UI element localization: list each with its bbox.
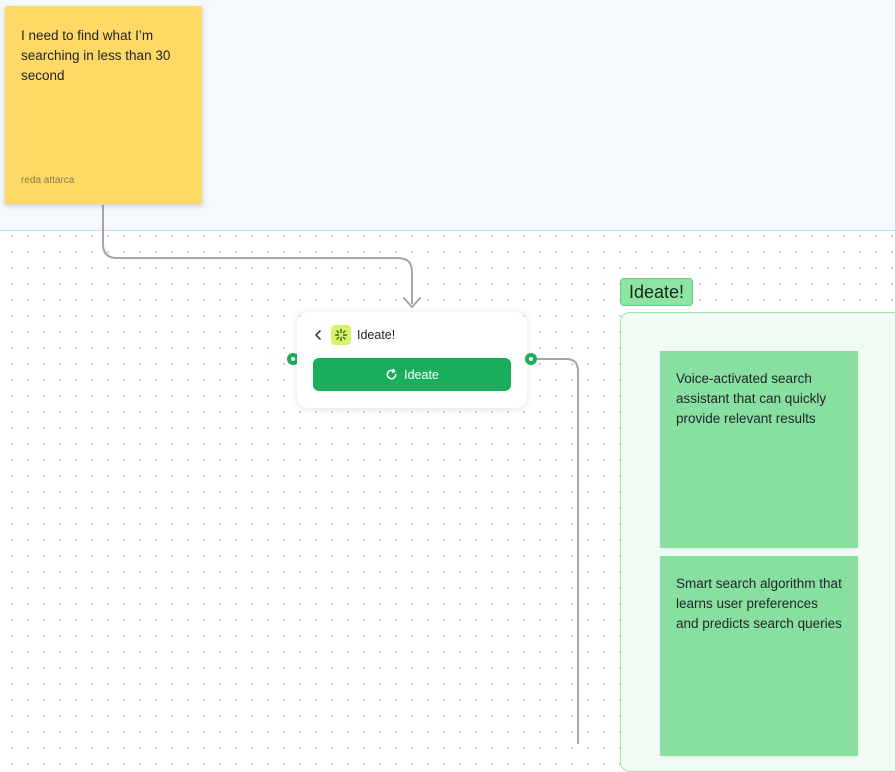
sparkle-icon	[331, 325, 351, 345]
ideate-button-label: Ideate	[404, 367, 439, 382]
group-label[interactable]: Ideate!	[620, 278, 694, 306]
ideate-node-header: Ideate!	[311, 324, 395, 346]
ideate-node-card[interactable]: Ideate! Ideate	[297, 312, 527, 408]
node-output-port[interactable]	[525, 353, 537, 365]
sticky-note-user-need[interactable]: I need to find what I’m searching in les…	[5, 6, 202, 204]
sticky-note-idea-text: Smart search algorithm that learns user …	[676, 576, 842, 631]
sticky-note-idea-text: Voice-activated search assistant that ca…	[676, 371, 827, 426]
chevron-left-icon[interactable]	[311, 328, 325, 342]
ideate-node-title: Ideate!	[357, 328, 396, 342]
sticky-note-author: reda attarca	[21, 175, 75, 186]
refresh-icon	[386, 368, 397, 380]
sticky-note-idea[interactable]: Smart search algorithm that learns user …	[660, 556, 858, 756]
connector-arrowhead	[403, 297, 421, 308]
sticky-note-text: I need to find what I’m searching in les…	[21, 28, 171, 83]
ideate-button[interactable]: Ideate	[313, 358, 511, 391]
sticky-note-idea[interactable]: Voice-activated search assistant that ca…	[660, 351, 858, 548]
connector-node-to-group	[536, 358, 579, 744]
